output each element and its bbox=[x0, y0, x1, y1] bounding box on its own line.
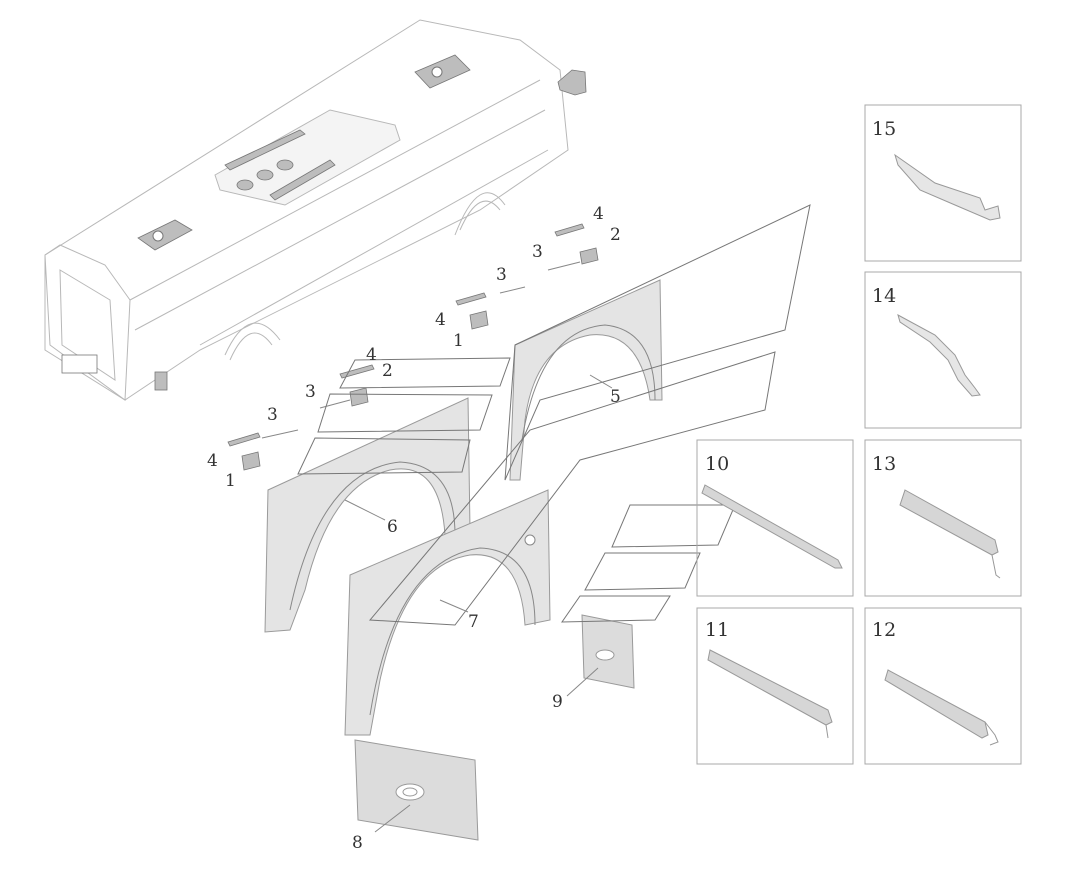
callout-3: 3 bbox=[496, 265, 507, 285]
callout-7: 7 bbox=[468, 612, 479, 632]
callout-4: 4 bbox=[593, 204, 604, 224]
callout-2: 2 bbox=[382, 361, 393, 381]
callout-5: 5 bbox=[610, 387, 621, 407]
panel-label-10: 10 bbox=[705, 453, 729, 475]
callout-4: 4 bbox=[366, 345, 377, 365]
detail-panel-14: 14 bbox=[864, 271, 1022, 429]
cover-plate-9 bbox=[581, 614, 635, 689]
trim-parts-lower bbox=[227, 364, 375, 471]
wheel-arch-panel-7 bbox=[344, 489, 551, 736]
part-4-strip bbox=[455, 292, 487, 306]
detail-panel-13: 13 bbox=[864, 439, 1022, 597]
bus-body-illustration bbox=[44, 19, 587, 401]
callout-1: 1 bbox=[225, 471, 236, 491]
leader-lines bbox=[344, 374, 613, 833]
callout-3: 3 bbox=[305, 382, 316, 402]
callout-2: 2 bbox=[610, 225, 621, 245]
callout-3: 3 bbox=[532, 242, 543, 262]
panel-label-13: 13 bbox=[872, 453, 896, 475]
panel-label-14: 14 bbox=[872, 285, 896, 307]
trim-parts-upper bbox=[455, 223, 599, 330]
detail-panel-10: 10 bbox=[696, 439, 854, 597]
wheel-arch-panel-5 bbox=[509, 279, 663, 481]
panel-label-12: 12 bbox=[872, 619, 896, 641]
callout-4: 4 bbox=[207, 451, 218, 471]
detail-panel-12: 12 bbox=[864, 607, 1022, 765]
callout-4: 4 bbox=[435, 310, 446, 330]
callout-9: 9 bbox=[552, 692, 563, 712]
callout-3: 3 bbox=[267, 405, 278, 425]
detail-panel-11: 11 bbox=[696, 607, 854, 765]
part-1-bracket bbox=[469, 310, 489, 330]
callout-1: 1 bbox=[453, 331, 464, 351]
wheel-arch-panel-6 bbox=[264, 397, 471, 633]
panel-label-15: 15 bbox=[872, 118, 896, 140]
cover-plate-8 bbox=[354, 739, 479, 841]
assembly-outline-shapes bbox=[297, 204, 811, 626]
callout-6: 6 bbox=[387, 517, 398, 537]
callout-8: 8 bbox=[352, 833, 363, 853]
detail-panel-15: 15 bbox=[864, 104, 1022, 262]
callout-labels: 4 2 3 3 4 1 4 2 3 3 4 1 5 6 7 8 9 bbox=[207, 204, 621, 853]
panel-label-11: 11 bbox=[705, 619, 729, 641]
